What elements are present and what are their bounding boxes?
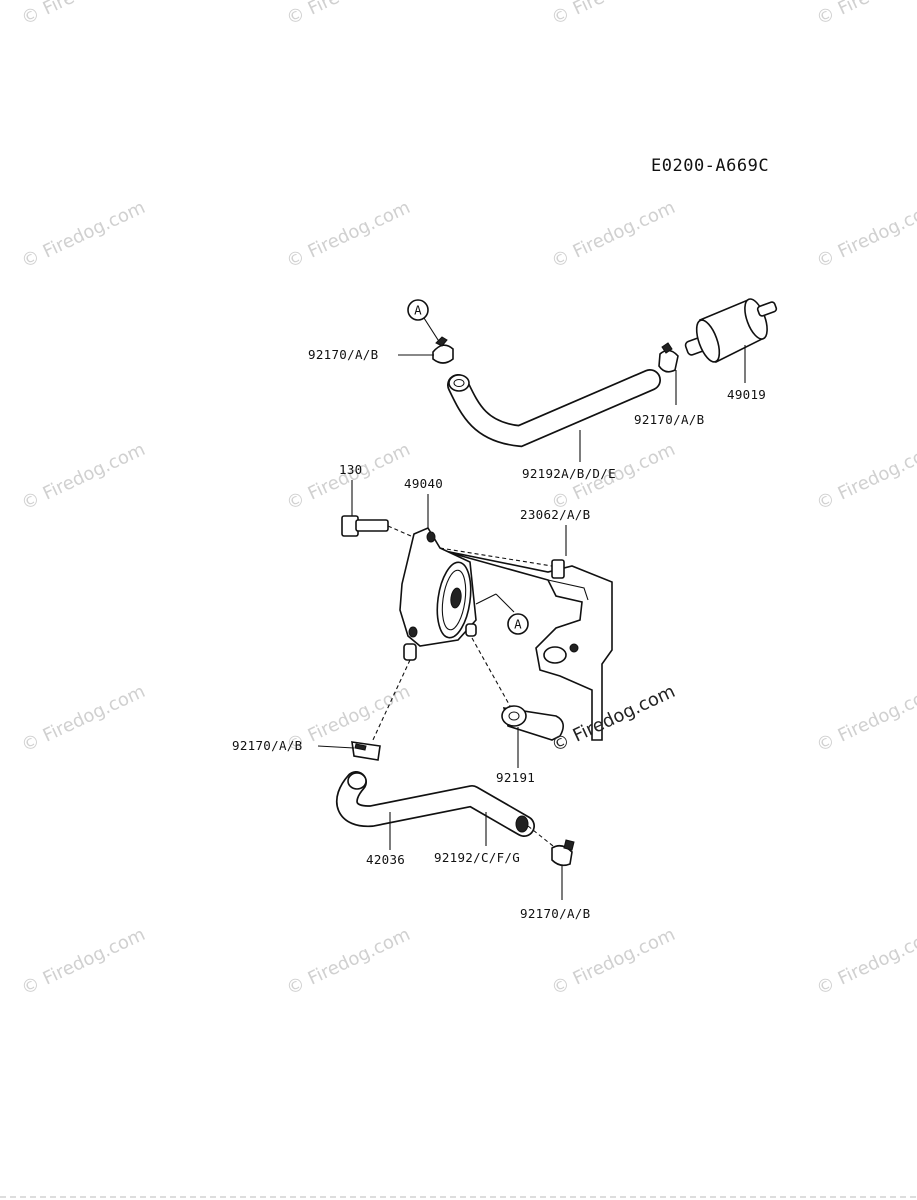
watermark: © Firedog.com	[18, 681, 148, 757]
watermark: © Firedog.com	[548, 197, 678, 273]
watermark: © Firedog.com	[283, 0, 413, 30]
mounting-bracket	[439, 525, 613, 741]
hose-clamp-top-right	[658, 342, 679, 405]
watermark: © Firedog.com	[813, 681, 917, 757]
label-hose-lower-right: 92192/C/F/G	[434, 850, 520, 865]
watermark: © Firedog.com	[813, 924, 917, 1000]
label-clamp-top-right: 92170/A/B	[634, 412, 704, 427]
watermark: © Firedog.com	[548, 924, 678, 1000]
callout-letter: A	[414, 303, 422, 318]
label-bolt: 130	[339, 462, 362, 477]
label-clamp-bottom: 92170/A/B	[520, 906, 590, 921]
watermark: © Firedog.com	[18, 924, 148, 1000]
label-clamp-top-left: 92170/A/B	[308, 347, 378, 362]
watermark: © Firedog.com	[548, 0, 678, 30]
hose-clamp-mid-left	[317, 741, 381, 761]
watermark: © Firedog.com	[18, 0, 148, 30]
label-clamp-mid-left: 92170/A/B	[232, 738, 302, 753]
watermark: © Firedog.com	[813, 439, 917, 515]
watermark: © Firedog.com	[283, 924, 413, 1000]
watermark: © Firedog.com	[813, 0, 917, 30]
fuel-filter	[684, 298, 778, 383]
label-cap: 92191	[496, 770, 535, 785]
callout-a-middle: A	[475, 593, 529, 635]
watermark: © Firedog.com	[283, 197, 413, 273]
watermark: © Firedog.com	[18, 439, 148, 515]
label-pump: 49040	[404, 476, 443, 491]
hose-clamp-bottom	[551, 839, 575, 900]
cap	[501, 705, 564, 768]
fuel-pump	[371, 494, 553, 743]
label-hose-top: 92192A/B/D/E	[522, 466, 616, 481]
fuel-hose-top	[447, 369, 661, 462]
diagram-code: E0200-A669C	[651, 156, 769, 176]
bolt	[341, 480, 421, 541]
watermark: © Firedog.com	[18, 197, 148, 273]
hose-clamp-top-left	[398, 336, 454, 364]
label-bracket-clip: 23062/A/B	[520, 507, 590, 522]
label-hose-lower: 42036	[366, 852, 405, 867]
watermark: © Firedog.com	[813, 197, 917, 273]
fuel-hose-lower	[336, 771, 559, 851]
callout-a-top: A	[407, 299, 441, 344]
watermark-overlay: © Firedog.com	[548, 681, 678, 757]
watermark: © Firedog.com	[283, 681, 413, 757]
callout-letter: A	[514, 617, 522, 632]
label-filter: 49019	[727, 387, 766, 402]
